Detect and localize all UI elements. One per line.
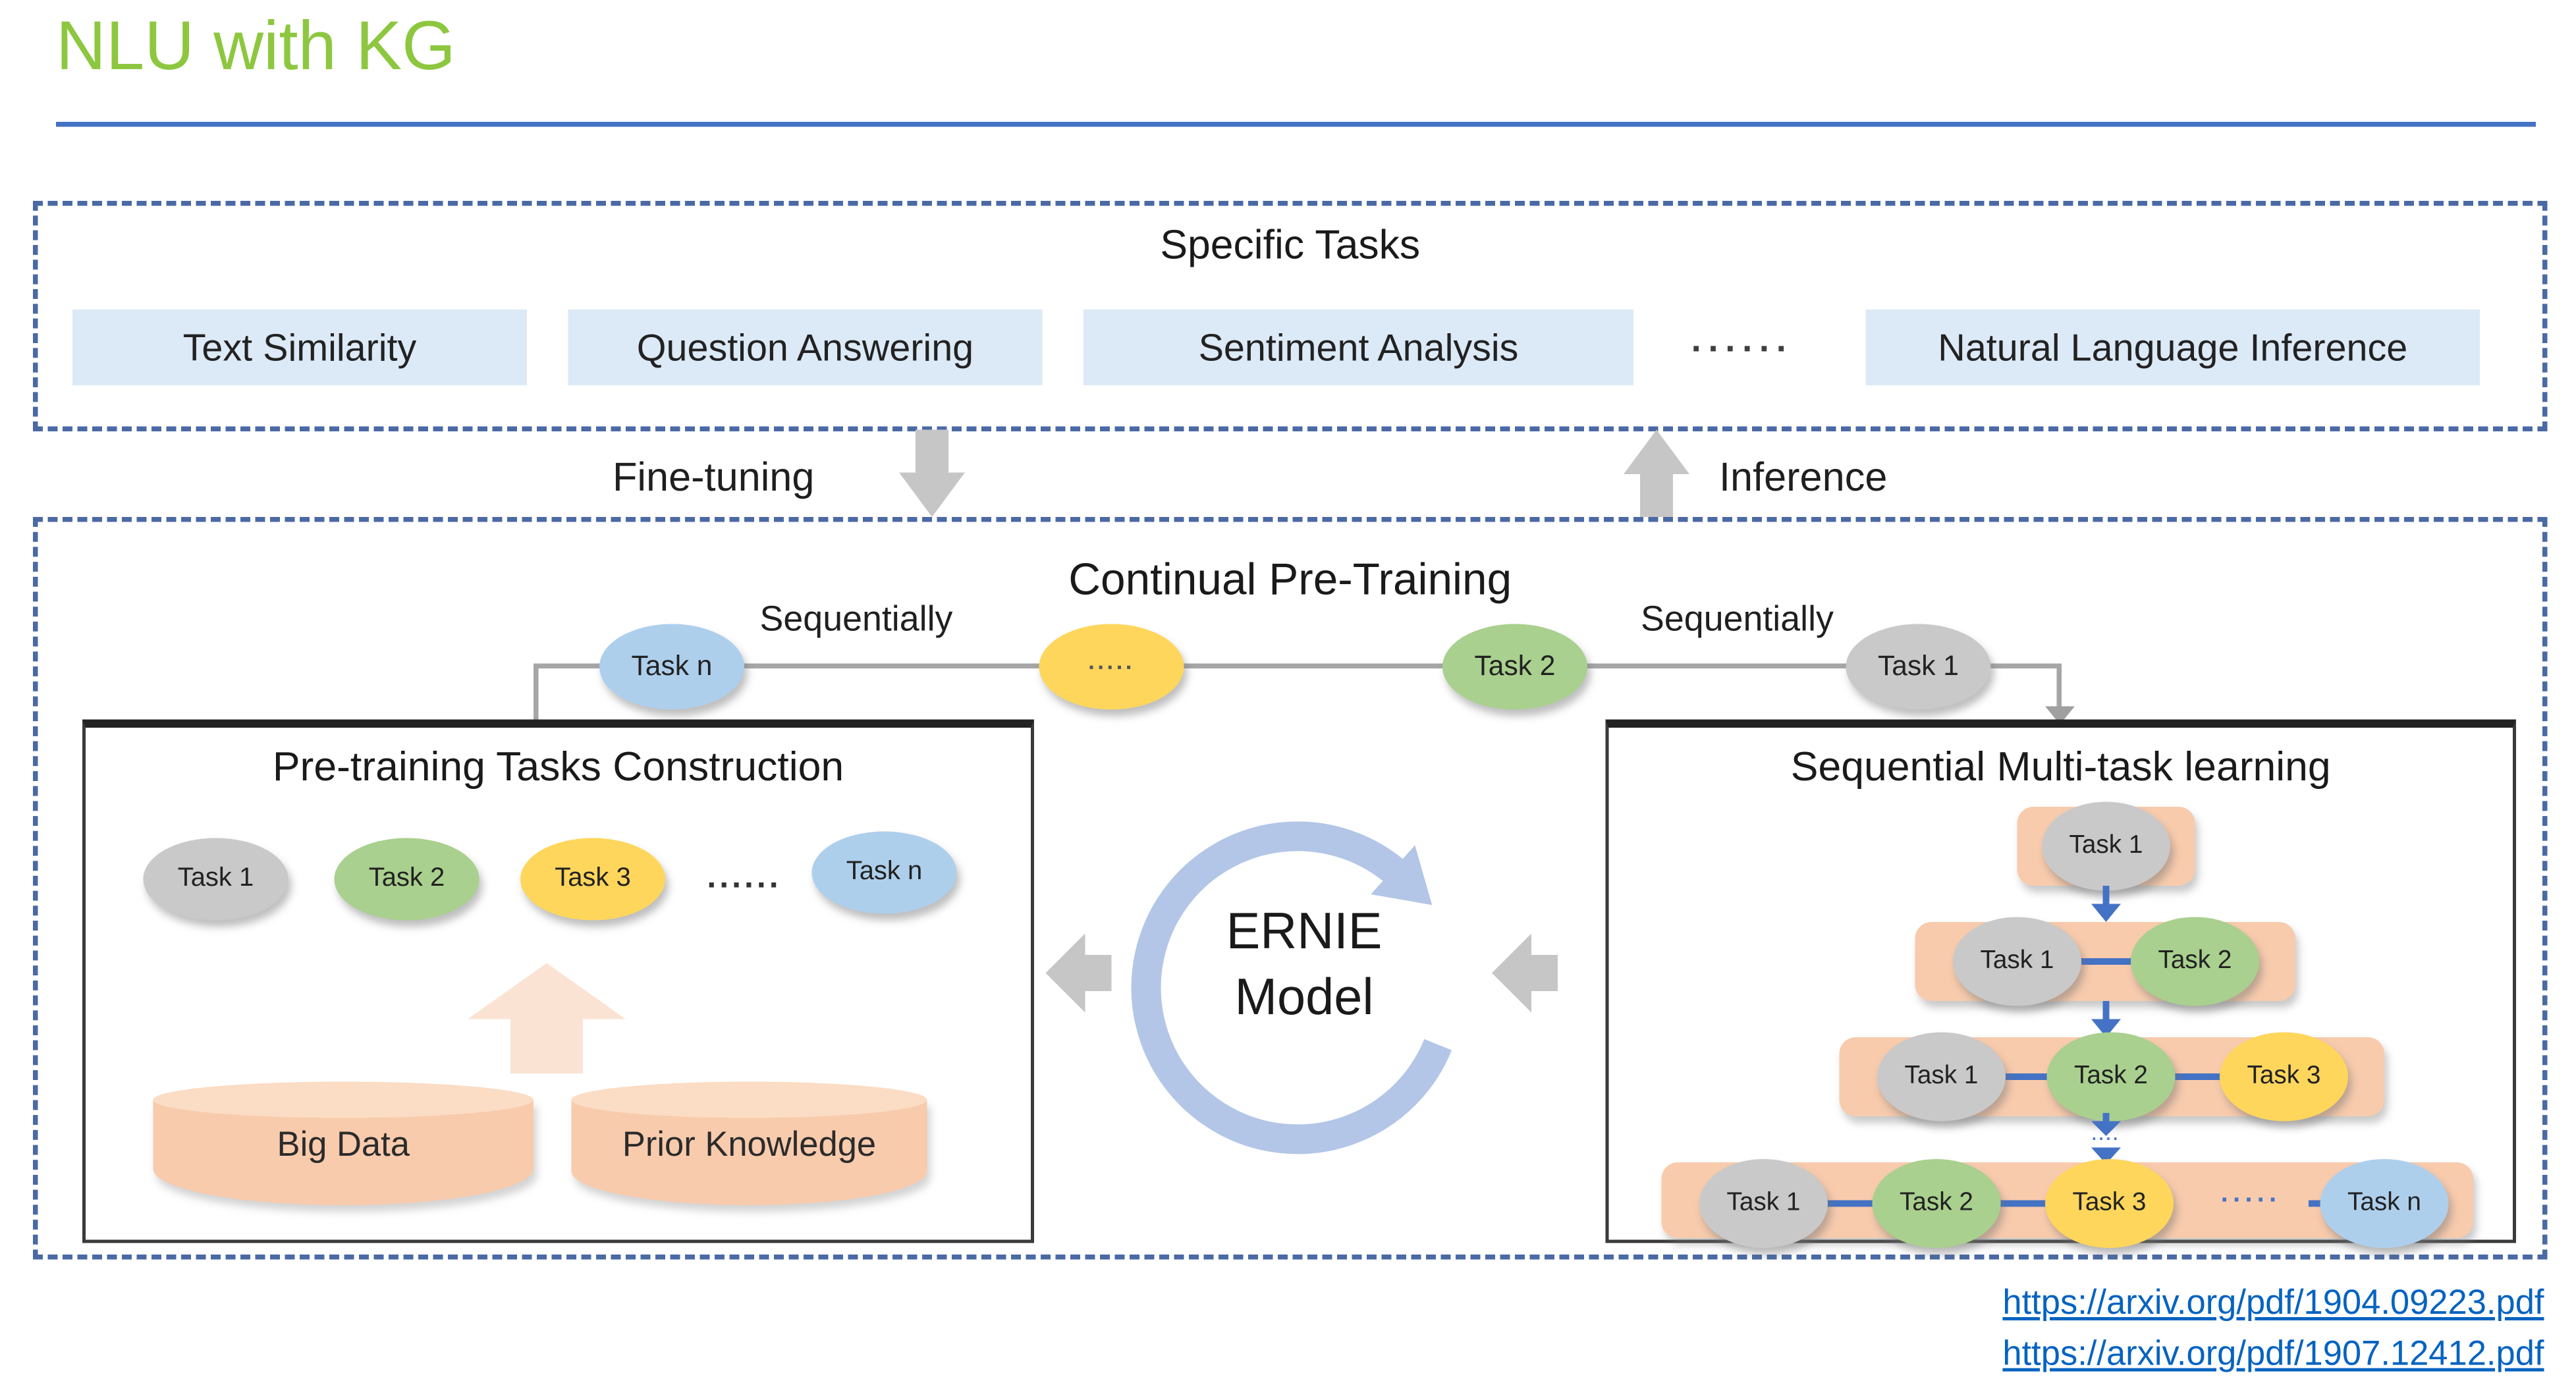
peach-up-arrow-icon: [468, 963, 626, 1073]
big-data-cylinder: Big Data: [153, 1081, 534, 1205]
construction-task-1: Task 1: [143, 838, 288, 921]
mt-r3-task-3-label: Task 3: [2247, 1062, 2321, 1091]
multitask-learning-box: Sequential Multi-task learning Task 1 Ta…: [1605, 719, 2516, 1248]
mt-r4-task-n: Task n: [2320, 1159, 2449, 1248]
mt-gap-dots: ····: [2091, 1131, 2121, 1150]
big-data-label: Big Data: [277, 1126, 410, 1164]
blue-down-arrowhead-icon: [2091, 1147, 2121, 1164]
title-rule: [56, 122, 2536, 127]
arxiv-link-1-line: https://arxiv.org/pdf/1904.09223.pdf: [1647, 1284, 2544, 1324]
chain-task-1-label: Task 1: [1878, 650, 1959, 682]
construction-ellipsis: ......: [707, 859, 782, 896]
mt-r4-task-2-label: Task 2: [1899, 1189, 1974, 1217]
chain-task-n-label: Task n: [631, 650, 713, 682]
fine-tuning-label: Fine-tuning: [613, 456, 815, 501]
pretraining-construction-box: Pre-training Tasks Construction Task 1 T…: [82, 719, 1034, 1243]
mt-r4-task-1-label: Task 1: [1726, 1189, 1801, 1217]
arxiv-link-2[interactable]: https://arxiv.org/pdf/1907.12412.pdf: [2002, 1335, 2544, 1374]
chain-task-2-label: Task 2: [1474, 650, 1556, 682]
blue-down-arrow-icon-2: [2091, 1001, 2121, 1037]
specific-tasks-panel: Specific Tasks Text Similarity Question …: [33, 201, 2548, 431]
continual-heading: Continual Pre-Training: [1068, 554, 1512, 605]
arxiv-link-2-line: https://arxiv.org/pdf/1907.12412.pdf: [1647, 1336, 2544, 1375]
left-arrow-icon: [1045, 933, 1112, 1013]
sequentially-left-label: Sequentially: [759, 599, 953, 639]
left-arrow-icon-2: [1492, 933, 1558, 1013]
chain-task-2: Task 2: [1442, 624, 1587, 710]
tasks-ellipsis: ······: [1691, 327, 1794, 369]
task-chip-nli: Natural Language Inference: [1865, 310, 2480, 385]
mt-r3-task-2-label: Task 2: [2073, 1062, 2149, 1091]
chain-task-1: Task 1: [1846, 624, 1991, 710]
prior-knowledge-cylinder: Prior Knowledge: [571, 1081, 927, 1205]
construction-task-n: Task n: [811, 831, 957, 914]
mt-r2-task-2-label: Task 2: [2158, 946, 2232, 975]
mt-r4-task-n-label: Task n: [2347, 1189, 2422, 1217]
task-chip-text-similarity: Text Similarity: [72, 310, 527, 385]
blue-down-arrow-icon-1: [2091, 886, 2121, 922]
blue-down-arrow-icon-3: [2091, 1113, 2121, 1136]
continual-pretraining-panel: Continual Pre-Training Sequentially Sequ…: [33, 517, 2548, 1260]
down-arrow-icon: [899, 429, 965, 517]
arxiv-link-1[interactable]: https://arxiv.org/pdf/1904.09223.pdf: [2002, 1284, 2544, 1322]
construction-task-3-label: Task 3: [555, 864, 631, 893]
specific-tasks-heading: Specific Tasks: [1160, 222, 1421, 269]
mt-r3-task-3: Task 3: [2220, 1032, 2348, 1122]
chain-connector-left-drop: [534, 663, 539, 720]
ernie-model-label: ERNIE Model: [1139, 899, 1469, 1029]
construction-task-n-label: Task n: [846, 857, 923, 886]
construction-task-1-label: Task 1: [177, 864, 254, 893]
sequentially-right-label: Sequentially: [1641, 599, 1834, 639]
chain-ellipsis-oval: ·····: [1039, 624, 1184, 710]
multitask-heading: Sequential Multi-task learning: [1790, 744, 2331, 790]
construction-task-3: Task 3: [520, 838, 665, 921]
task-chip-sentiment-analysis: Sentiment Analysis: [1083, 310, 1633, 385]
page-title: NLU with KG: [56, 7, 456, 84]
cycle-arrow-icon: [1131, 821, 1452, 1154]
task-chip-question-answering: Question Answering: [568, 310, 1043, 385]
chain-task-n: Task n: [599, 624, 744, 710]
mt-r4-task-1: Task 1: [1699, 1159, 1828, 1248]
construction-task-2: Task 2: [334, 838, 480, 921]
mt-r2-task-2: Task 2: [2131, 917, 2259, 1006]
mt-r4-task-3-label: Task 3: [2072, 1189, 2147, 1217]
ernie-line2: Model: [1234, 967, 1374, 1025]
mt-r4-dashes: ·····: [2220, 1187, 2282, 1216]
mt-r3-task-1: Task 1: [1877, 1032, 2006, 1122]
mt-r1-task-1: Task 1: [2042, 801, 2170, 891]
chain-ellipsis-label: ·····: [1088, 653, 1135, 680]
ernie-line1: ERNIE: [1226, 902, 1383, 960]
mt-r1-task-1-label: Task 1: [2069, 831, 2143, 860]
chain-connector-right-drop: [2056, 663, 2062, 710]
mt-r2-task-1-label: Task 1: [1980, 946, 2054, 975]
mt-r3-task-2: Task 2: [2046, 1032, 2176, 1122]
construction-heading: Pre-training Tasks Construction: [272, 744, 844, 790]
prior-knowledge-label: Prior Knowledge: [622, 1126, 877, 1164]
mt-r2-connector: [2017, 958, 2195, 965]
mt-r2-task-1: Task 1: [1953, 917, 2081, 1006]
up-arrow-icon: [1624, 429, 1689, 517]
chain-connector-line: [534, 663, 2060, 668]
mt-r4-task-3: Task 3: [2045, 1159, 2174, 1248]
mt-r4-task-2: Task 2: [1872, 1159, 2001, 1248]
mt-r3-task-1-label: Task 1: [1904, 1062, 1979, 1091]
inference-label: Inference: [1719, 456, 1888, 501]
construction-task-2-label: Task 2: [368, 864, 445, 893]
